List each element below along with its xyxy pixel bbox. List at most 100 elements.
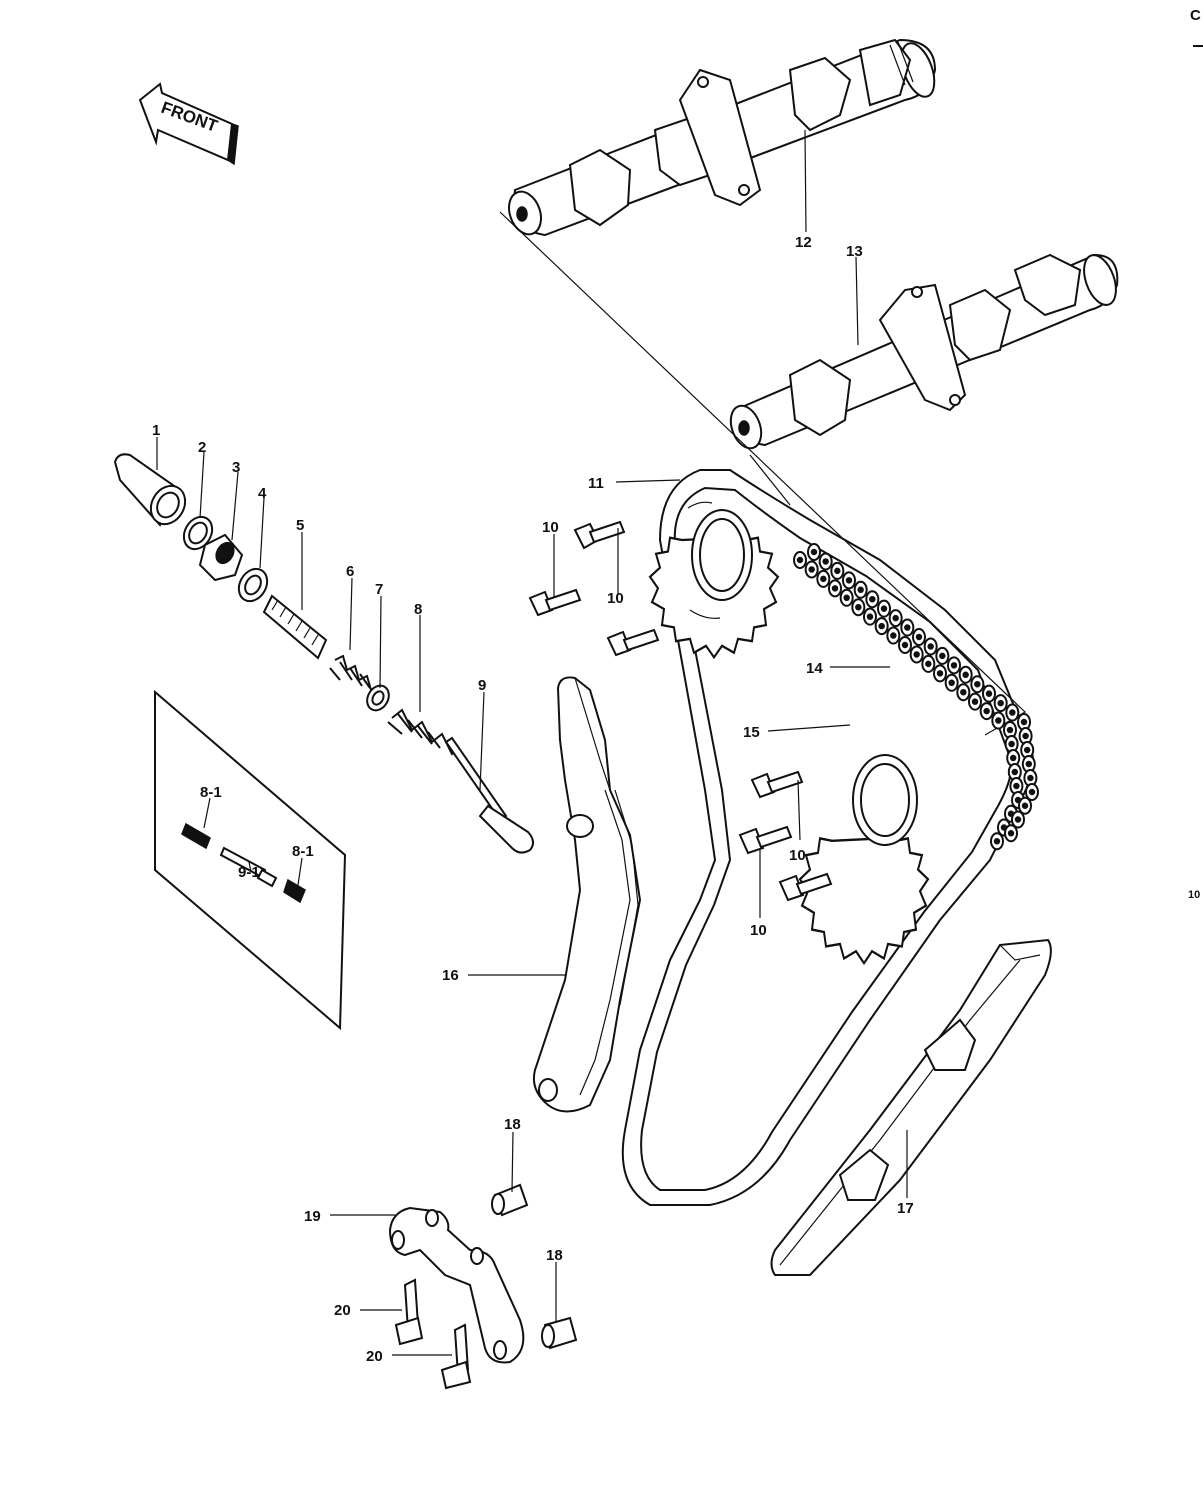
chain-pin <box>869 595 876 603</box>
camshaft-12 <box>508 38 937 237</box>
chain-pin <box>843 594 850 602</box>
chain-pin <box>796 556 804 564</box>
chain-pin <box>1014 816 1022 823</box>
callout-3: 3 <box>232 459 240 476</box>
chain-pin <box>890 632 897 639</box>
chain-pin <box>878 622 885 630</box>
chain-pin <box>997 699 1004 707</box>
chain-pin <box>927 643 934 650</box>
callout-12: 12 <box>795 234 812 251</box>
chain-pin <box>831 585 839 592</box>
chain-pin <box>822 558 829 565</box>
bracket-19 <box>388 1206 525 1364</box>
chain-pin <box>1013 782 1020 790</box>
callout-10-b: 10 <box>607 590 624 607</box>
callout-18-top: 18 <box>504 1116 521 1133</box>
callout-7: 7 <box>375 581 383 598</box>
chain-pin <box>1008 740 1015 748</box>
collar-18-bottom <box>541 1316 578 1350</box>
bolt-10-c <box>606 628 660 657</box>
callout-8-1-left: 8-1 <box>200 784 222 801</box>
washer-7 <box>366 684 390 712</box>
callout-13: 13 <box>846 243 863 260</box>
chain-pin <box>880 605 888 612</box>
front-direction-arrow: FRONT <box>138 82 239 166</box>
chain-pin <box>857 586 864 594</box>
chain-pin <box>974 680 981 688</box>
chain-pin <box>971 698 979 705</box>
callout-labels: 1 2 3 4 5 6 7 8 9 8-1 8-1 9-1 10 10 10 1… <box>152 234 914 1365</box>
callout-16: 16 <box>442 967 459 984</box>
edge-char-right: 10 <box>1188 889 1200 901</box>
chain-pin <box>985 690 993 697</box>
chain-pin <box>845 577 853 584</box>
chain-pin <box>950 662 958 669</box>
chain-pin <box>925 660 932 668</box>
chain-pin <box>913 651 920 658</box>
chain-pin <box>1025 760 1033 768</box>
callout-11: 11 <box>588 475 604 492</box>
camshaft-13 <box>729 253 1119 450</box>
chain-guide-17 <box>770 938 1052 1276</box>
callout-1: 1 <box>152 422 160 439</box>
chain-pin <box>904 624 911 631</box>
cam-chain-outline <box>621 469 1034 1206</box>
collar-18-top <box>491 1183 529 1217</box>
spring-8-1-left <box>181 822 211 850</box>
sprocket-11 <box>648 501 780 660</box>
chain-pin <box>960 688 967 696</box>
callout-20-b: 20 <box>366 1348 383 1365</box>
chain-pin <box>1006 726 1014 734</box>
chain-pin <box>948 679 955 687</box>
callout-19: 19 <box>304 1208 321 1225</box>
chain-guide-16 <box>532 676 642 1113</box>
callout-15: 15 <box>743 724 760 741</box>
chain-pin <box>995 717 1002 724</box>
chain-pin <box>962 671 969 679</box>
chain-pin <box>808 566 815 573</box>
chain-pin <box>810 548 818 556</box>
chain-pin <box>1011 768 1019 776</box>
bolt-10-d <box>750 770 804 799</box>
chain-pin <box>1009 754 1017 762</box>
bolt-10-f <box>778 872 833 902</box>
chain-pin <box>936 670 944 677</box>
sprocket-15 <box>798 754 930 966</box>
callout-18-bottom: 18 <box>546 1247 563 1264</box>
callout-10-d: 10 <box>750 922 767 939</box>
chain-pin <box>1007 830 1015 837</box>
chain-pin <box>983 707 990 715</box>
push-rod-9 <box>444 736 534 854</box>
chain-pin <box>1020 718 1028 726</box>
tensioner-body-1 <box>113 453 187 527</box>
callout-10-a: 10 <box>542 519 559 536</box>
spring-8-1-right <box>283 878 306 904</box>
chain-pin <box>993 838 1001 845</box>
bolt-20-a <box>394 1278 424 1346</box>
chain-pin <box>1022 732 1029 740</box>
callout-5: 5 <box>296 517 304 534</box>
chain-pin <box>834 567 841 575</box>
chain-pin <box>915 633 923 641</box>
leader-lines <box>156 129 908 1356</box>
callout-9-1: 9-1 <box>238 864 260 881</box>
washer-4 <box>237 567 269 603</box>
callout-17: 17 <box>897 1200 914 1217</box>
callout-8: 8 <box>414 601 422 618</box>
roller-chain-14 <box>793 543 1039 851</box>
chain-pin <box>1028 788 1036 796</box>
chain-pin <box>866 613 874 620</box>
callout-9: 9 <box>478 677 486 694</box>
bolt-10-b <box>528 588 582 617</box>
spring-8 <box>387 708 459 756</box>
inset-box <box>154 689 347 1031</box>
chain-pin <box>1023 746 1031 754</box>
bolt-20-b <box>440 1323 472 1390</box>
callout-14: 14 <box>806 660 823 677</box>
bolt-10-e <box>738 825 793 855</box>
callout-20-a: 20 <box>334 1302 351 1319</box>
chain-pin <box>901 641 909 649</box>
callout-6: 6 <box>346 563 354 580</box>
